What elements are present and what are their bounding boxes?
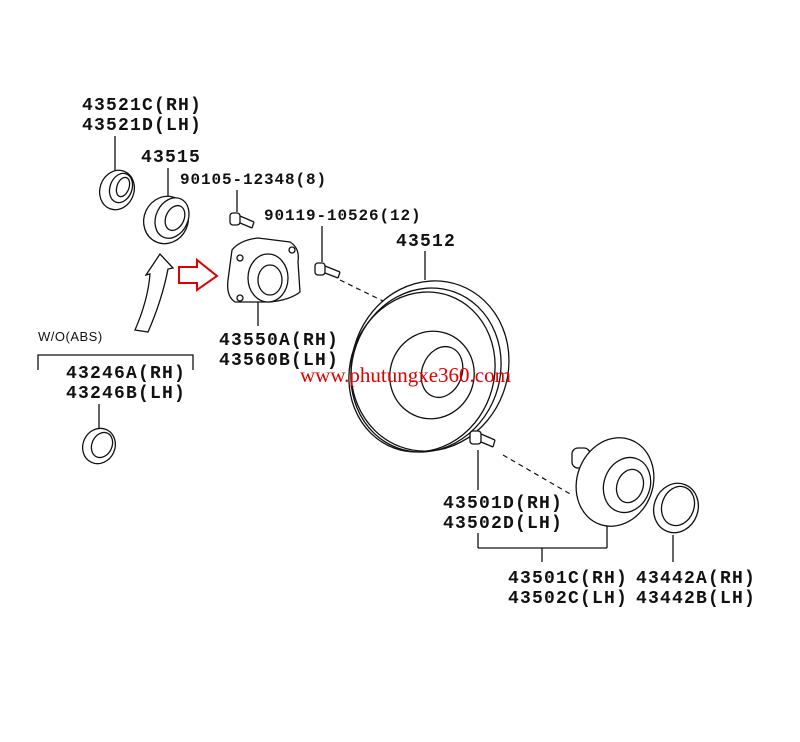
bolt-disc (314, 262, 341, 279)
part-label-43502d: 43502D(LH) (443, 514, 563, 534)
part-label-43501d: 43501D(RH) (443, 494, 563, 514)
part-label-43550a: 43550A(RH) (219, 331, 339, 351)
part-label-90119: 90119-10526(12) (264, 207, 422, 225)
part-label-43512: 43512 (396, 232, 456, 252)
part-label-43521d: 43521D(LH) (82, 116, 202, 136)
oil-seal-outer (98, 169, 136, 211)
part-label-43246a: 43246A(RH) (66, 364, 186, 384)
oil-seal-abs (81, 427, 117, 465)
part-label-90105: 90105-12348(8) (180, 171, 327, 189)
bolt-small (229, 212, 255, 229)
hub-bolt (469, 430, 496, 448)
axle-hub (571, 437, 655, 527)
part-label-43521c: 43521C(RH) (82, 96, 202, 116)
hub-bearing-assembly (227, 237, 301, 303)
part-label-43560b: 43560B(LH) (219, 351, 339, 371)
part-label-43246b: 43246B(LH) (66, 384, 186, 404)
oil-seal-inner (652, 482, 700, 534)
part-label-43502c: 43502C(LH) (508, 589, 628, 609)
part-label-43442a: 43442A(RH) (636, 569, 756, 589)
watermark: www.phutungxe360.com (300, 363, 511, 387)
bearing (142, 195, 190, 245)
curved-arrow-icon (134, 252, 175, 333)
part-label-43501c: 43501C(RH) (508, 569, 628, 589)
note-without-abs: W/O(ABS) (38, 329, 103, 344)
brake-disc (348, 280, 510, 453)
part-label-43515: 43515 (141, 148, 201, 168)
red-arrow-icon (178, 257, 219, 292)
part-label-43442b: 43442B(LH) (636, 589, 756, 609)
